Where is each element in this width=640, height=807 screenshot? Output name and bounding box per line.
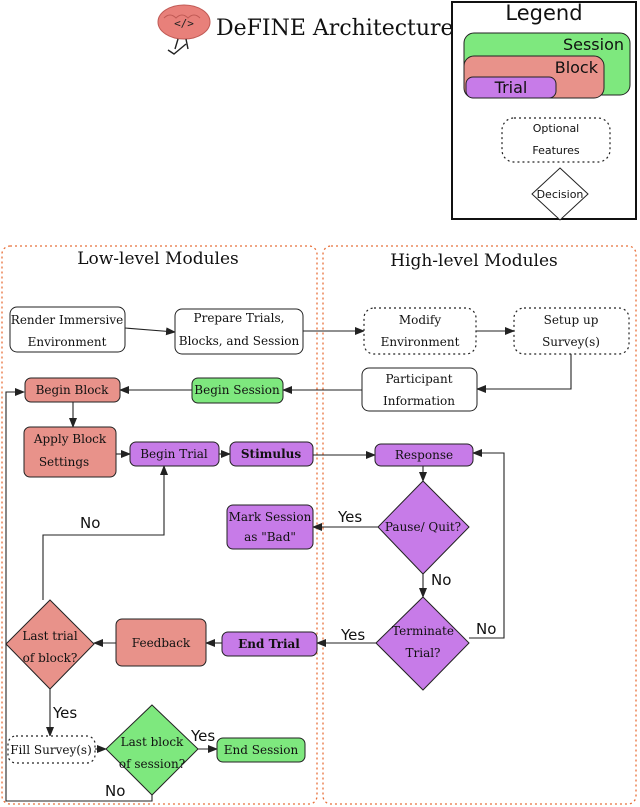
svg-text:Begin Session: Begin Session bbox=[194, 383, 280, 397]
svg-text:Stimulus: Stimulus bbox=[241, 447, 301, 461]
edge-terminate-response bbox=[469, 449, 505, 639]
svg-text:Settings: Settings bbox=[39, 455, 89, 469]
svg-text:Response: Response bbox=[395, 448, 453, 462]
edge-render-prepare bbox=[124, 327, 176, 336]
edge-label-yes-terminate: Yes bbox=[340, 626, 365, 644]
edge-label-no-terminate: No bbox=[476, 620, 496, 638]
legend-optional-swatch bbox=[501, 117, 611, 163]
node-begin-session: Begin Session bbox=[191, 377, 284, 404]
svg-text:Fill Survey(s): Fill Survey(s) bbox=[10, 743, 92, 757]
legend-trial-label: Trial bbox=[494, 78, 528, 97]
edge-label-no-pause: No bbox=[431, 571, 451, 589]
svg-text:as "Bad": as "Bad" bbox=[244, 530, 296, 544]
svg-text:Apply Block: Apply Block bbox=[33, 432, 107, 446]
node-render-environment: Render Immersive Environment bbox=[9, 306, 126, 353]
node-pause-quit-decision: Pause/ Quit? bbox=[377, 480, 470, 575]
legend-decision-label: Decision bbox=[537, 188, 584, 201]
node-feedback: Feedback bbox=[115, 618, 207, 667]
high-level-modules-container bbox=[322, 245, 637, 805]
node-setup-surveys: Setup up Survey(s) bbox=[513, 307, 630, 355]
node-end-trial: End Trial bbox=[221, 631, 318, 657]
legend: Legend Session Block Trial Optional Feat… bbox=[451, 1, 637, 221]
svg-text:Prepare Trials,: Prepare Trials, bbox=[194, 311, 285, 325]
node-last-trial-decision: Last trial of block? bbox=[5, 599, 95, 690]
legend-decision-swatch bbox=[531, 167, 589, 221]
svg-text:Begin Trial: Begin Trial bbox=[140, 447, 208, 461]
svg-text:Survey(s): Survey(s) bbox=[542, 335, 600, 349]
low-level-modules-label: Low-level Modules bbox=[77, 249, 239, 269]
node-stimulus: Stimulus bbox=[229, 441, 314, 467]
legend-optional-line2: Features bbox=[532, 144, 580, 157]
node-begin-trial: Begin Trial bbox=[129, 441, 220, 467]
svg-text:End Session: End Session bbox=[224, 743, 299, 757]
legend-session-label: Session bbox=[563, 35, 624, 54]
svg-text:</>: </> bbox=[174, 17, 194, 30]
node-terminate-trial-decision: Terminate Trial? bbox=[375, 596, 470, 691]
high-level-modules-label: High-level Modules bbox=[390, 251, 558, 271]
svg-text:Setup up: Setup up bbox=[544, 313, 599, 327]
node-end-session: End Session bbox=[216, 737, 306, 763]
svg-text:Participant: Participant bbox=[385, 372, 452, 386]
svg-text:Trial?: Trial? bbox=[405, 646, 440, 660]
svg-text:of block?: of block? bbox=[23, 651, 78, 665]
svg-text:Pause/ Quit?: Pause/ Quit? bbox=[385, 520, 461, 534]
legend-title: Legend bbox=[505, 1, 582, 25]
brain-logo-icon: </> bbox=[157, 4, 211, 55]
svg-text:Last trial: Last trial bbox=[22, 629, 77, 643]
svg-text:Last block: Last block bbox=[121, 735, 184, 749]
legend-block-label: Block bbox=[555, 58, 599, 77]
edge-setup-participant bbox=[476, 354, 572, 393]
svg-text:Terminate: Terminate bbox=[392, 624, 454, 638]
edge-label-yes-pause: Yes bbox=[337, 508, 362, 526]
legend-optional-line1: Optional bbox=[533, 122, 580, 135]
node-apply-block-settings: Apply Block Settings bbox=[23, 426, 117, 478]
edges bbox=[5, 327, 572, 802]
node-response: Response bbox=[374, 443, 474, 467]
edge-lastblock-beginblock bbox=[5, 388, 153, 802]
svg-text:Environment: Environment bbox=[28, 335, 107, 349]
low-level-modules-container bbox=[1, 245, 318, 805]
node-begin-block: Begin Block bbox=[24, 377, 121, 403]
svg-text:Modify: Modify bbox=[399, 313, 441, 327]
svg-text:Environment: Environment bbox=[381, 335, 460, 349]
svg-text:Information: Information bbox=[383, 394, 455, 408]
node-prepare-trials: Prepare Trials, Blocks, and Session bbox=[174, 308, 304, 355]
svg-text:Begin Block: Begin Block bbox=[36, 383, 110, 397]
node-mark-session-bad: Mark Session as "Bad" bbox=[226, 504, 314, 550]
svg-text:Mark Session: Mark Session bbox=[229, 510, 312, 524]
edge-label-no-lasttrial: No bbox=[80, 514, 100, 532]
svg-text:Blocks, and Session: Blocks, and Session bbox=[179, 334, 300, 348]
edge-label-no-lastblock: No bbox=[105, 782, 125, 800]
edge-label-yes-lastblock: Yes bbox=[190, 727, 215, 745]
node-modify-environment: Modify Environment bbox=[363, 307, 477, 355]
legend-trial-swatch bbox=[465, 76, 557, 99]
edge-label-yes-lasttrial: Yes bbox=[52, 704, 77, 722]
node-participant-information: Participant Information bbox=[361, 367, 478, 412]
page-title: DeFINE Architecture bbox=[216, 16, 454, 41]
svg-text:Feedback: Feedback bbox=[132, 636, 191, 650]
svg-text:of session?: of session? bbox=[119, 757, 185, 771]
node-last-block-decision: Last block of session? bbox=[105, 704, 199, 796]
node-fill-surveys: Fill Survey(s) bbox=[7, 735, 96, 764]
edge-lasttrial-begintrial bbox=[42, 465, 168, 600]
svg-text:End Trial: End Trial bbox=[238, 637, 300, 651]
svg-text:Render Immersive: Render Immersive bbox=[11, 313, 123, 327]
